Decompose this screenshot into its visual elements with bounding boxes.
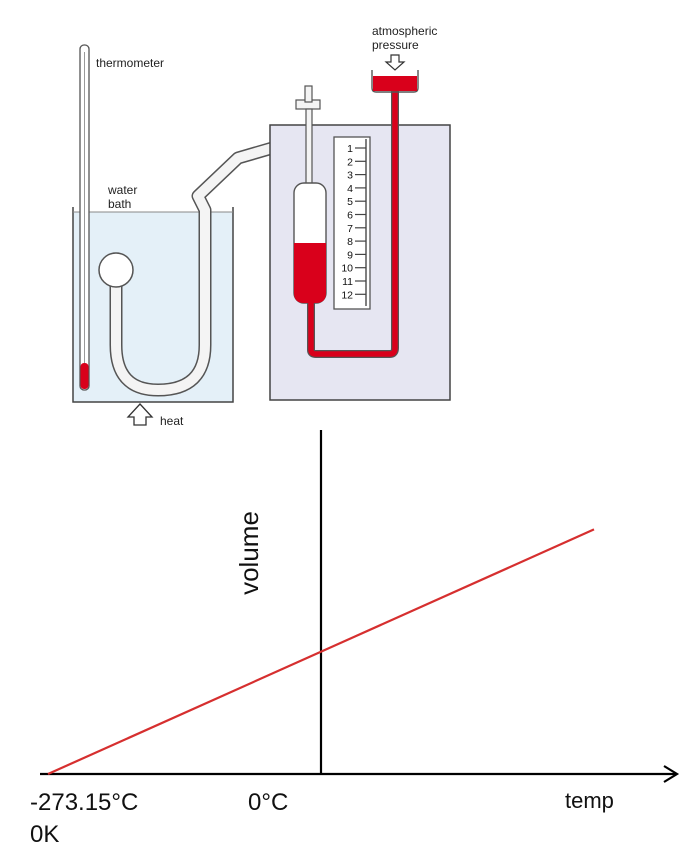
volume-temperature-chart: volume temp -273.15°C 0K 0°C: [30, 430, 680, 848]
tick-label-zero-celsius: 0°C: [248, 789, 288, 816]
water-bath-label-2: bath: [108, 197, 131, 211]
scale-tick-label: 2: [347, 156, 353, 168]
tick-label-absolute-zero-kelvin: 0K: [30, 821, 59, 848]
reservoir-liquid: [373, 76, 417, 91]
series-layer: [47, 528, 595, 776]
scale-tick-label: 4: [347, 183, 353, 195]
water-bath-label-1: water: [107, 183, 137, 197]
gas-tube-inner: [111, 135, 320, 395]
scale-tick-label: 1: [347, 143, 353, 155]
x-axis-arrowhead: [663, 765, 680, 783]
scale-tick-label: 7: [347, 223, 353, 235]
gas-bulb-tube: [98, 133, 320, 397]
scale-tick-label: 12: [341, 289, 353, 301]
scale-tick-label: 11: [342, 276, 353, 288]
scale-tick-label: 6: [347, 210, 353, 222]
measuring-vessel-liquid: [294, 243, 326, 303]
heat-label: heat: [160, 414, 184, 428]
measuring-vessel: [293, 182, 327, 304]
scale-tick-label: 9: [347, 249, 353, 261]
scale-tick-label: 5: [347, 196, 353, 208]
water-bath-container: [72, 207, 234, 403]
scale-card: [333, 136, 371, 310]
scale-tick-label: 8: [347, 236, 353, 248]
y-axis-label: volume: [234, 511, 264, 595]
series-line: [47, 528, 595, 776]
open-reservoir: [371, 70, 419, 93]
thermometer: [79, 44, 90, 391]
scale-tick-label: 3: [347, 170, 353, 182]
x-axis-label: temp: [565, 788, 614, 813]
thermometer-label: thermometer: [96, 56, 164, 70]
atmospheric-label-2: pressure: [372, 38, 419, 52]
tick-label-absolute-zero-celsius: -273.15°C: [30, 789, 138, 816]
pressure-arrow-icon: [384, 54, 406, 71]
thermometer-bulb-liquid: [80, 363, 89, 389]
heat-arrow-icon: [126, 403, 154, 426]
gas-bulb: [98, 252, 134, 288]
atmospheric-label-1: atmospheric: [372, 24, 437, 38]
scale-tick-label: 10: [341, 263, 353, 275]
liquid-tube: [308, 90, 398, 357]
